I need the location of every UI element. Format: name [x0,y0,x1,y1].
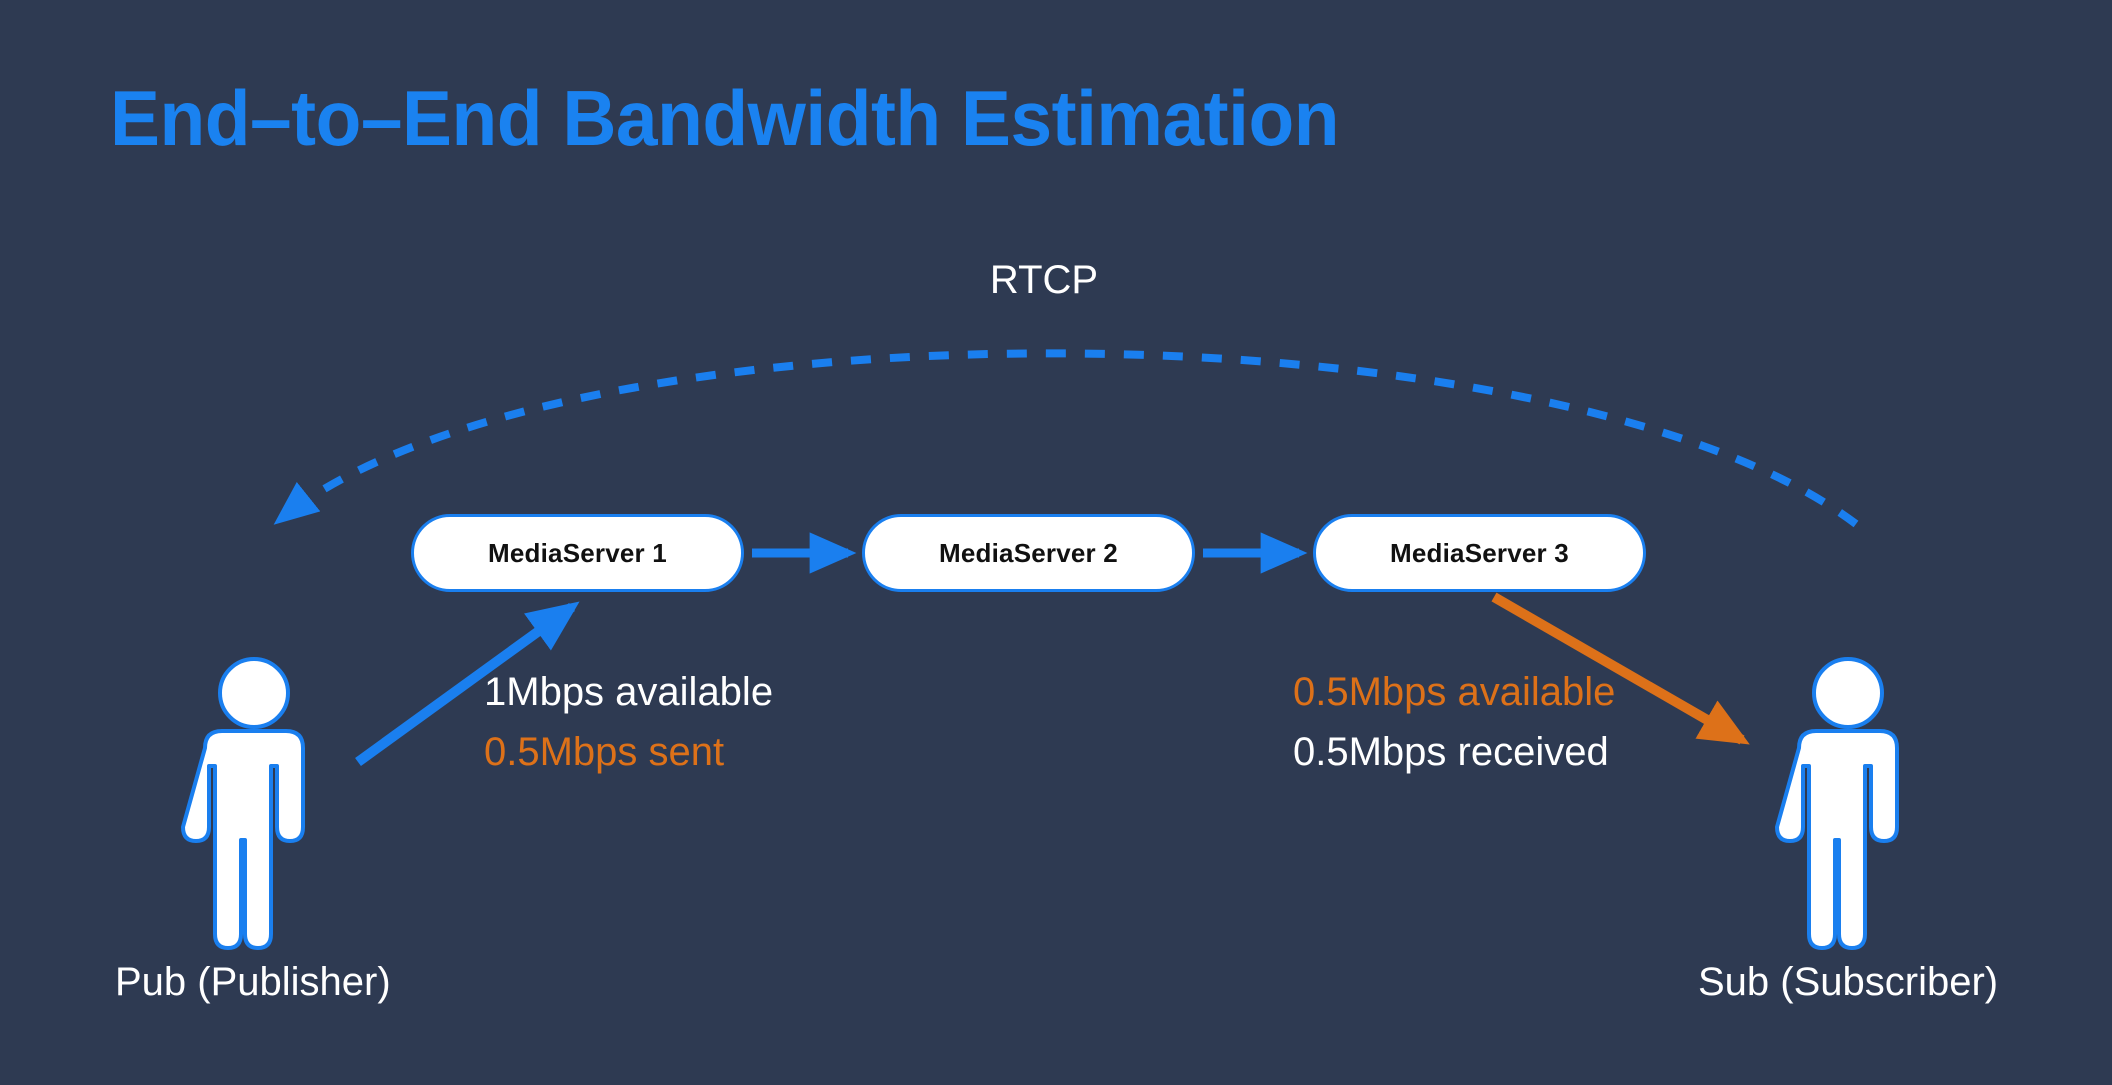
subscriber-caption: Sub (Subscriber) [1698,960,1999,1004]
page-title: End–to–End Bandwidth Estimation [110,74,1339,162]
uplink-annotation: 1Mbps available 0.5Mbps sent [484,672,773,772]
person-icon-publisher [181,657,305,950]
downlink-available-text: 0.5Mbps available [1293,670,1616,714]
media-server-3-label: MediaServer 3 [1390,537,1569,568]
media-server-1-node[interactable]: MediaServer 1 [411,514,744,592]
downlink-received-text: 0.5Mbps received [1293,730,1609,774]
media-server-2-node[interactable]: MediaServer 2 [862,514,1195,592]
rtcp-dashed-arc [273,349,1859,528]
media-server-1-label: MediaServer 1 [488,537,667,568]
media-server-3-node[interactable]: MediaServer 3 [1313,514,1646,592]
uplink-sent-text: 0.5Mbps sent [484,730,725,774]
rtcp-label: RTCP [989,258,1099,302]
uplink-available-text: 1Mbps available [484,670,774,714]
server3-to-subscriber-arrow [1491,592,1750,745]
downlink-annotation: 0.5Mbps available 0.5Mbps received [1293,672,1615,772]
media-server-2-label: MediaServer 2 [939,537,1118,568]
publisher-to-server1-arrow [355,601,580,767]
publisher-caption: Pub (Publisher) [115,960,391,1004]
person-icon-subscriber [1775,657,1899,950]
